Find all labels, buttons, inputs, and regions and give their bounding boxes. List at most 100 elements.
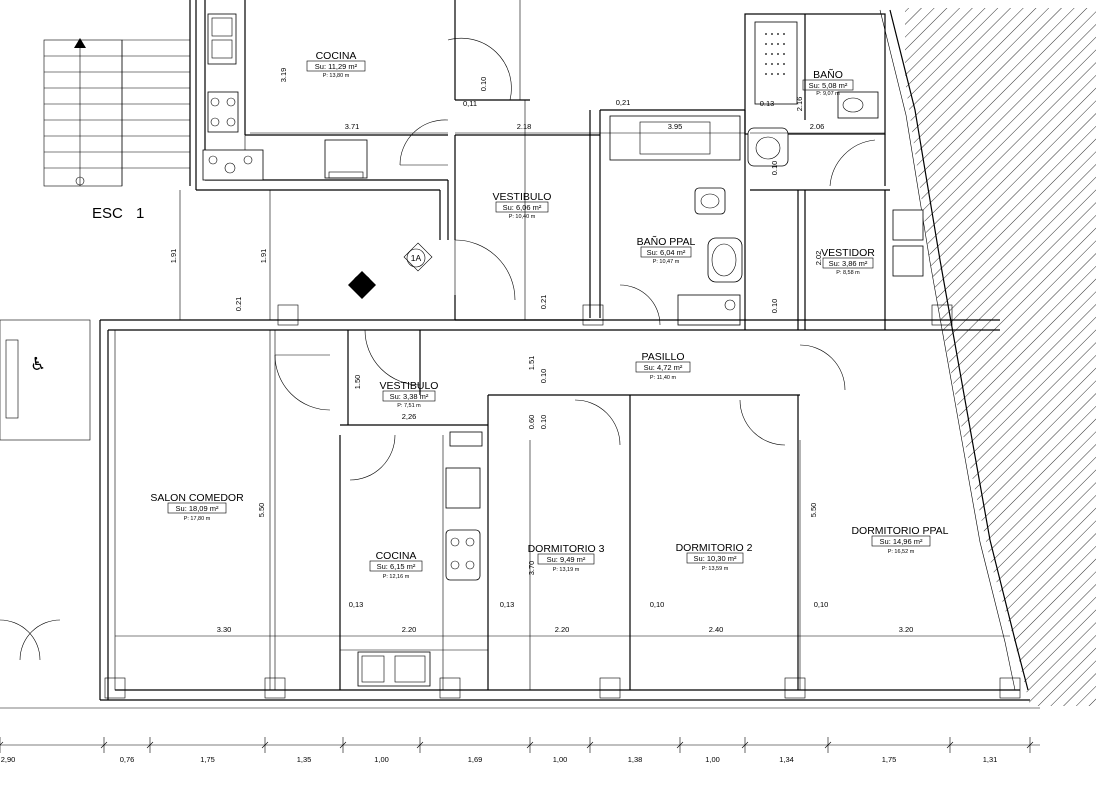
dimension-tick-mark	[676, 741, 684, 749]
bottom-dimension-label: 1,31	[983, 755, 998, 764]
room-area-dorm3: Su: 9,49 m²	[547, 555, 586, 564]
room-name-pasillo: PASILLO	[642, 351, 685, 363]
dimension-tick-mark	[146, 741, 154, 749]
dim-v-060: 0.60	[527, 415, 536, 430]
bottom-dimension-label: 1,00	[705, 755, 720, 764]
dimension-tick-mark	[0, 741, 4, 746]
dimension-tick-mark	[526, 741, 534, 749]
room-perimeter-cocina-bottom: P: 12,16 m	[383, 574, 410, 580]
dim-h-220a: 2.20	[402, 625, 417, 634]
walk-in-closet	[750, 189, 924, 330]
dim-v-370: 3.70	[527, 561, 536, 576]
room-area-vestibulo-top: Su: 6,06 m²	[503, 203, 542, 212]
dim-h-013c: 0,13	[500, 600, 515, 609]
room-name-bano-ppal: BAÑO PPAL	[637, 235, 696, 248]
room-perimeter-salon: P: 17,80 m	[184, 516, 211, 522]
dim-v-021b: 0.21	[539, 295, 548, 310]
bottom-dimension-label: 1,75	[200, 755, 215, 764]
dim-h-021a: 0,21	[616, 98, 631, 107]
dim-h-206: 2.06	[810, 122, 825, 131]
dim-h-013a: 0,13	[349, 600, 364, 609]
bottom-dimension-label: 1,00	[553, 755, 568, 764]
room-name-cocina-top: COCINA	[316, 50, 357, 62]
room-area-vestibulo-bottom: Su: 3,38 m²	[390, 392, 429, 401]
dim-h-320: 3.20	[899, 625, 914, 634]
tag-1a: 1A	[411, 253, 422, 263]
room-area-cocina-top: Su: 11,29 m²	[315, 62, 358, 71]
room-perimeter-vestidor: P: 8,58 m	[836, 270, 860, 276]
room-perimeter-vestibulo-top: P: 10,40 m	[509, 214, 536, 220]
room-perimeter-cocina-top: P: 13,80 m	[323, 73, 350, 79]
room-area-bano: Su: 5,08 m²	[809, 81, 848, 90]
dimension-tick-mark	[586, 741, 594, 749]
dim-v-151: 1.51	[527, 356, 536, 371]
room-perimeter-pasillo: P: 11,40 m	[650, 375, 677, 381]
dim-v-550a: 5.50	[257, 503, 266, 518]
room-name-dorm3: DORMITORIO 3	[528, 543, 605, 555]
tag-1b: 1B	[357, 279, 368, 289]
bottom-dimension-label: 1,75	[882, 755, 897, 764]
stair-label: ESC	[92, 205, 123, 222]
room-name-cocina-bottom: COCINA	[376, 550, 417, 562]
elevator: ♿	[0, 319, 91, 661]
dim-h-218: 2.18	[517, 122, 532, 131]
room-area-vestidor: Su: 3,86 m²	[829, 259, 868, 268]
room-area-dorm2: Su: 10,30 m²	[694, 554, 737, 563]
room-name-vestidor: VESTIDOR	[821, 247, 875, 259]
dim-v-319: 3.19	[279, 68, 288, 83]
kitchen-top	[195, 0, 530, 240]
dim-v-550b: 5.50	[809, 503, 818, 518]
room-area-bano-ppal: Su: 6,04 m²	[647, 248, 686, 257]
stair-esc1	[43, 0, 191, 187]
room-name-dorm-ppal: DORMITORIO PPAL	[851, 525, 948, 537]
bottom-dimension-label: 1,35	[297, 755, 312, 764]
room-area-pasillo: Su: 4,72 m²	[644, 363, 683, 372]
bathroom-master	[600, 109, 746, 330]
main-walls	[99, 319, 1030, 701]
dim-v-202: 2.02	[814, 251, 823, 266]
dimension-tick-mark	[261, 741, 269, 749]
stair-number: 1	[136, 205, 144, 222]
room-name-bano: BAÑO	[813, 68, 843, 81]
dim-v-021a: 0.21	[234, 297, 243, 312]
room-perimeter-bano-ppal: P: 10,47 m	[653, 259, 680, 265]
room-perimeter-dorm-ppal: P: 16,52 m	[888, 549, 915, 555]
bottom-dimension-label: 2,90	[1, 755, 16, 764]
room-name-dorm2: DORMITORIO 2	[676, 542, 753, 554]
dim-h-371: 3.71	[345, 122, 360, 131]
dim-h-240: 2.40	[709, 625, 724, 634]
room-perimeter-dorm2: P: 13,59 m	[702, 566, 729, 572]
room-name-vestibulo-bottom: VESTIBULO	[380, 380, 439, 392]
room-area-salon: Su: 18,09 m²	[176, 504, 219, 513]
dim-v-010c: 0.10	[539, 415, 548, 430]
dim-v-010a: 0.10	[479, 77, 488, 92]
room-perimeter-vestibulo-bottom: P: 7,51 m	[397, 403, 421, 409]
dim-h-330: 3.30	[217, 625, 232, 634]
room-perimeter-dorm3: P: 13,19 m	[553, 567, 580, 573]
room-area-cocina-bottom: Su: 6,15 m²	[377, 562, 416, 571]
bottom-dimension-label: 1,00	[374, 755, 389, 764]
dimension-tick-mark	[824, 741, 832, 749]
exterior-hatch	[905, 8, 1096, 706]
dim-h-013b: 0.13	[760, 99, 775, 108]
dim-h-226: 2,26	[402, 412, 417, 421]
dimension-tick-mark	[1026, 741, 1034, 749]
dim-v-191b: 1.91	[259, 249, 268, 264]
bottom-dimension-label: 1,38	[628, 755, 643, 764]
facade-line	[889, 9, 1029, 691]
dimension-tick-mark	[741, 741, 749, 749]
dim-v-010b: 0.10	[539, 369, 548, 384]
dim-h-011a: 0,11	[463, 99, 477, 108]
dim-v-191a: 1.91	[169, 249, 178, 264]
room-perimeter-bano: P: 9,07 m	[816, 91, 840, 97]
bottom-dimension-label: 0,76	[120, 755, 135, 764]
dim-h-220b: 2.20	[555, 625, 570, 634]
dim-h-010b: 0,10	[814, 600, 829, 609]
dim-h-010a: 0,10	[650, 600, 665, 609]
dimension-tick-mark	[100, 741, 108, 749]
room-area-dorm-ppal: Su: 14,96 m²	[880, 537, 923, 546]
dimension-tick-mark	[946, 741, 954, 749]
dim-v-150: 1.50	[353, 375, 362, 390]
